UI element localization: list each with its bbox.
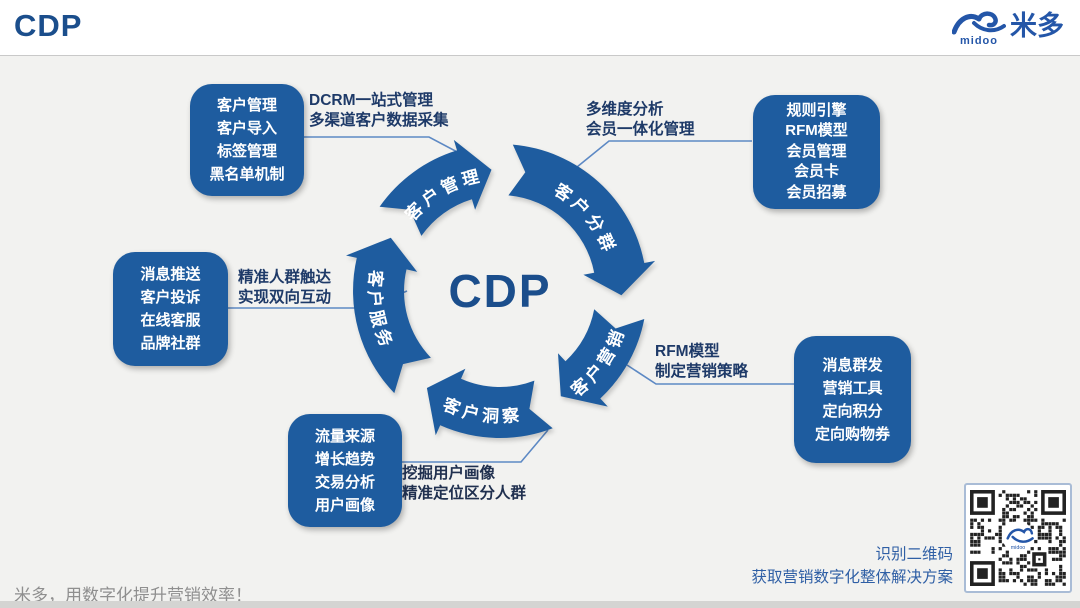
qr-caption-line: 获取营销数字化整体解决方案 xyxy=(751,569,953,586)
header: CDP midoo 米多 xyxy=(0,0,1080,56)
box-line: 交易分析 xyxy=(314,473,375,491)
qr-code: midoo xyxy=(964,483,1072,593)
midoo-logo-chinese: 米多 xyxy=(1010,11,1064,41)
svg-text:midoo: midoo xyxy=(1011,545,1026,551)
box-rules-engine: 规则引擎 RFM模型 会员管理 会员卡 会员招募 xyxy=(753,95,880,209)
annotation-line: 挖掘用户画像 xyxy=(402,465,496,482)
box-line: 会员卡 xyxy=(793,163,839,181)
ring-segment xyxy=(558,309,645,407)
ring-segment xyxy=(346,237,431,394)
midoo-swoosh-icon xyxy=(952,11,1006,35)
box-customer-marketing: 消息群发 营销工具 定向积分 定向购物券 xyxy=(794,336,911,463)
annotation-rfm: RFM模型 制定营销策略 xyxy=(655,342,748,381)
box-line: 消息群发 xyxy=(822,356,883,374)
box-line: 黑名单机制 xyxy=(209,166,285,183)
ring-segment xyxy=(426,368,553,438)
box-line: 客户投诉 xyxy=(140,289,201,306)
box-line: RFM模型 xyxy=(785,122,848,140)
annotation-analysis: 多维度分析 会员一体化管理 xyxy=(586,100,695,139)
annotation-dcrm: DCRM一站式管理 多渠道客户数据采集 xyxy=(309,91,449,130)
box-line: 消息推送 xyxy=(140,266,201,283)
box-customer-service: 消息推送 客户投诉 在线客服 品牌社群 xyxy=(113,252,228,366)
annotation-line: 制定营销策略 xyxy=(655,362,749,380)
connector-bottom xyxy=(402,429,549,463)
box-line: 用户画像 xyxy=(314,496,375,514)
box-customer-management: 客户管理 客户导入 标签管理 黑名单机制 xyxy=(190,84,304,196)
annotation-line: RFM模型 xyxy=(655,343,720,360)
bottom-strip xyxy=(0,601,1080,608)
box-line: 流量来源 xyxy=(314,427,375,445)
box-line: 营销工具 xyxy=(822,379,883,397)
ring-segment xyxy=(379,139,492,236)
box-line: 定向购物券 xyxy=(814,425,890,443)
annotation-line: 实现双向互动 xyxy=(238,288,332,306)
box-line: 客户管理 xyxy=(216,97,277,114)
cdp-center-label: CDP xyxy=(448,265,551,317)
box-line: 标签管理 xyxy=(216,143,277,160)
box-line: 规则引擎 xyxy=(786,101,847,119)
connector-top-right xyxy=(576,140,752,168)
midoo-logo-text: midoo xyxy=(960,35,998,47)
annotation-line: 多渠道客户数据采集 xyxy=(309,111,449,129)
box-line: 在线客服 xyxy=(140,312,201,329)
annotation-line: 精准人群触达 xyxy=(238,269,332,286)
annotation-line: DCRM一站式管理 xyxy=(309,92,433,109)
annotation-reach: 精准人群触达 实现双向互动 xyxy=(238,268,331,307)
annotation-line: 多维度分析 xyxy=(586,101,664,118)
ring-segments xyxy=(346,139,656,438)
qr-code-image: midoo xyxy=(970,490,1066,586)
box-line: 定向积分 xyxy=(822,402,883,420)
box-line: 品牌社群 xyxy=(140,335,201,352)
ring-segment xyxy=(508,144,656,296)
midoo-logo: midoo 米多 xyxy=(952,6,1064,47)
box-line: 会员管理 xyxy=(786,142,847,160)
box-line: 客户导入 xyxy=(216,120,277,137)
connector-right xyxy=(626,364,794,385)
annotation-line: 精准定位区分人群 xyxy=(402,484,527,502)
box-line: 增长趋势 xyxy=(314,450,375,468)
box-line: 会员招募 xyxy=(786,183,847,201)
footer-tagline: 米多，用数字化提升营销效率！ xyxy=(14,586,252,605)
box-customer-insight: 流量来源 增长趋势 交易分析 用户画像 xyxy=(288,414,402,527)
qr-caption-line: 识别二维码 xyxy=(875,546,953,563)
annotation-line: 会员一体化管理 xyxy=(586,120,695,138)
page-title: CDP xyxy=(14,8,83,43)
qr-caption: 识别二维码 获取营销数字化整体解决方案 xyxy=(751,543,953,589)
annotation-profile: 挖掘用户画像 精准定位区分人群 xyxy=(402,464,526,503)
